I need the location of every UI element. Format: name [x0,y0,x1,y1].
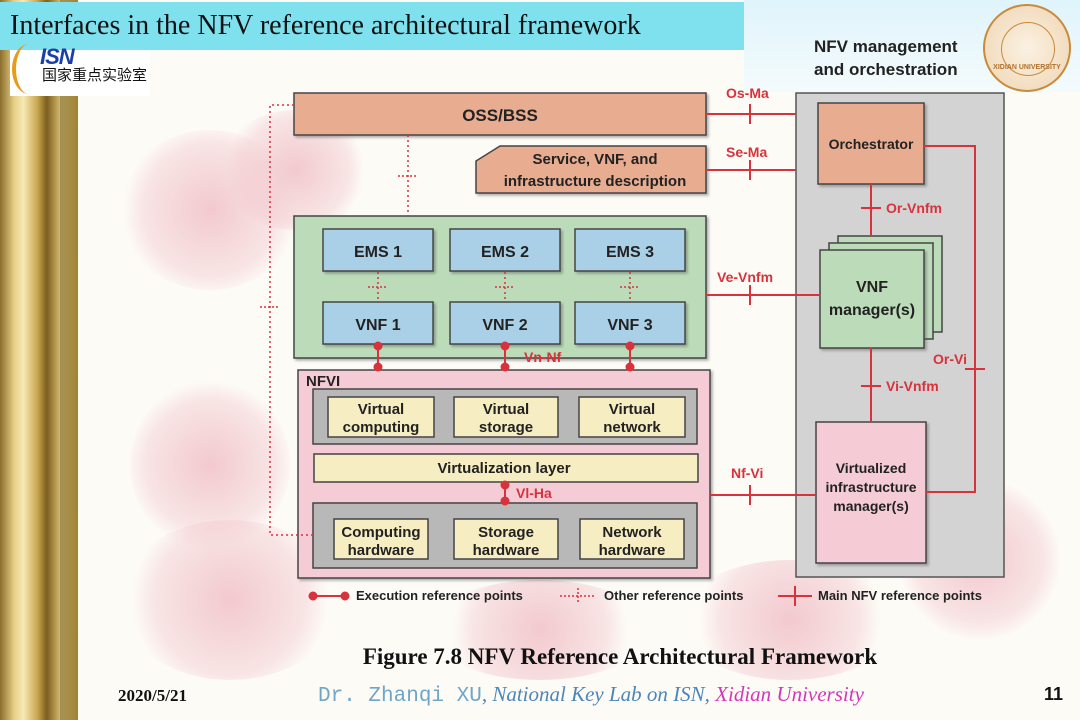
storage-hardware-line1: Storage [478,524,534,541]
seal-text: XIDIAN UNIVERSITY [993,64,1061,71]
logo-cn-text: 国家重点实验室 [42,67,148,84]
legend-main-icon [778,586,812,606]
legend-execution-label: Execution reference points [356,588,523,603]
storage-hardware-line2: hardware [473,542,540,559]
vim-line2: infrastructure [825,479,916,495]
legend-execution-icon [308,591,350,601]
slide-title: Interfaces in the NFV reference architec… [10,10,641,41]
vl-ha-label: Vl-Ha [516,485,552,501]
vnf-manager-box [819,249,925,349]
blossom-decoration [680,560,900,680]
vn-nf-links [373,341,635,372]
vnf-1-label: VNF 1 [355,317,400,334]
virtualization-layer-label: Virtualization layer [437,460,570,477]
network-hardware-line1: Network [602,524,662,541]
oss-bss-label: OSS/BSS [462,106,538,125]
vim-line1: Virtualized [836,460,907,476]
other-reference-ticks [260,175,418,308]
vi-vnfm-label: Vi-Vnfm [886,378,939,394]
virtual-storage-line1: Virtual [483,401,529,418]
virtual-computing-line2: computing [343,419,420,436]
legend-other-icon [560,588,596,604]
se-ma-label: Se-Ma [726,144,767,160]
virtual-computing-box [327,396,435,438]
university-seal-icon: XIDIAN UNIVERSITY [983,4,1071,92]
ems-2-label: EMS 2 [481,244,529,261]
vl-ha-link [500,480,510,506]
virtual-storage-line2: storage [479,419,533,436]
virtual-computing-line1: Virtual [358,401,404,418]
computing-hardware-line2: hardware [348,542,415,559]
computing-hardware-box [333,518,429,560]
ve-vnfm-label: Ve-Vnfm [717,269,773,285]
service-desc-line2: infrastructure description [504,173,687,190]
page-number: 11 [1044,684,1064,704]
legend: Execution reference points Other referen… [308,586,982,606]
oss-bss-box [293,92,707,136]
vnf-manager-line2: manager(s) [829,302,915,319]
mano-title-line1: NFV management [814,37,958,56]
network-hardware-box [579,518,685,560]
vnf-2-label: VNF 2 [482,317,527,334]
virtual-storage-box [453,396,559,438]
figure-caption: Figure 7.8 NFV Reference Architectural F… [362,644,878,669]
ems-3-label: EMS 3 [606,244,654,261]
mano-title-line2: and orchestration [814,60,958,79]
author-line: Dr. Zhanqi XU, National Key Lab on ISN, … [318,682,864,708]
logo-isn-text: ISN [40,44,75,69]
orchestrator-label: Orchestrator [829,136,914,152]
seal-inner-ring [1001,22,1055,76]
virtual-network-line2: network [603,419,661,436]
or-vi-label: Or-Vi [933,351,967,367]
ems-1-label: EMS 1 [354,244,402,261]
virtual-network-box [578,396,686,438]
ems-3-box [574,228,686,272]
legend-main-label: Main NFV reference points [818,588,982,603]
logo-arc-icon [12,44,46,94]
nfvi-label: NFVI [306,373,340,390]
author-affiliation: , National Key Lab on ISN, [481,682,716,706]
slide-date: 2020/5/21 [118,686,187,705]
or-vnfm-label: Or-Vnfm [886,200,942,216]
left-bar-shade [60,0,78,720]
legend-other-label: Other reference points [604,588,743,603]
main-reference-lines [706,104,985,505]
vnf-3-box [574,301,686,345]
author-name: Dr. Zhanqi XU [318,685,482,708]
lab-logo: ISN 国家重点实验室 [10,44,150,96]
blossom-decoration [430,580,650,680]
vim-line3: manager(s) [833,498,908,514]
ems-2-box [449,228,561,272]
virtualization-layer-box [313,453,699,483]
vnf-3-label: VNF 3 [607,317,652,334]
os-ma-label: Os-Ma [726,85,769,101]
network-hardware-line2: hardware [599,542,666,559]
author-university: Xidian University [715,682,864,706]
vnf-2-box [449,301,561,345]
title-bar: Interfaces in the NFV reference architec… [0,2,744,50]
nf-vi-label: Nf-Vi [731,465,763,481]
vnf-manager-line1: VNF [856,279,888,296]
ems-1-box [322,228,434,272]
virtual-network-line1: Virtual [609,401,655,418]
orchestrator-box [817,102,925,185]
storage-hardware-box [453,518,559,560]
service-description-box [475,145,707,194]
computing-hardware-line1: Computing [341,524,420,541]
vn-nf-label: Vn-Nf [524,349,562,365]
service-desc-line1: Service, VNF, and [532,151,657,168]
decorative-left-bar [0,0,78,720]
vnf-1-box [322,301,434,345]
